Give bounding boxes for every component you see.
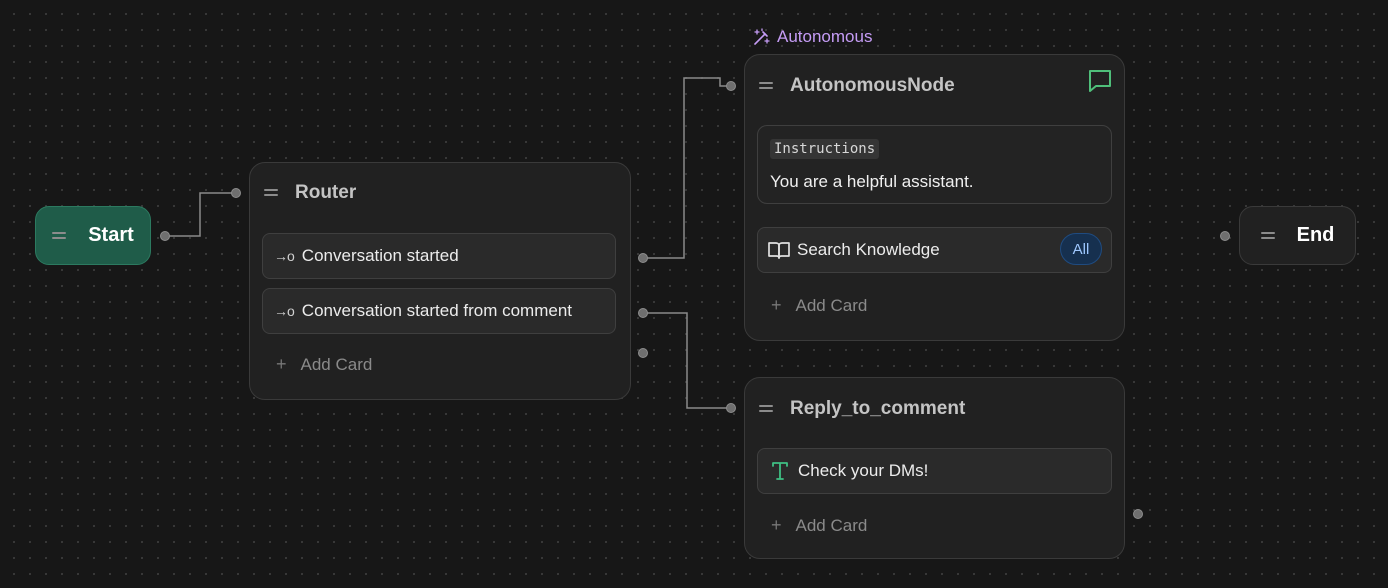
router-output-handle-fallback[interactable] xyxy=(638,348,648,358)
plus-icon: + xyxy=(771,515,782,535)
router-node-title: Router xyxy=(295,182,357,203)
start-node[interactable]: Start xyxy=(35,206,151,265)
router-card-conversation-started-from-comment[interactable]: →o Conversation started from comment xyxy=(262,288,616,334)
router-output-handle-2[interactable] xyxy=(638,308,648,318)
drag-handle-icon[interactable] xyxy=(1260,232,1275,239)
start-node-label: Start xyxy=(88,224,134,246)
reply-input-handle[interactable] xyxy=(726,403,736,413)
router-output-handle-1[interactable] xyxy=(638,253,648,263)
plus-icon: + xyxy=(276,354,287,374)
router-card-label: Conversation started from comment xyxy=(301,301,573,320)
reply-node-title: Reply_to_comment xyxy=(790,398,966,419)
autonomous-input-handle[interactable] xyxy=(726,81,736,91)
instructions-box[interactable]: Instructions You are a helpful assistant… xyxy=(757,125,1112,204)
router-card-conversation-started[interactable]: →o Conversation started xyxy=(262,233,616,279)
add-card-label: Add Card xyxy=(300,354,373,374)
router-add-card-button[interactable]: + Add Card xyxy=(276,354,372,375)
autonomous-node[interactable]: AutonomousNode Instructions You are a he… xyxy=(744,54,1125,341)
text-icon xyxy=(772,462,788,480)
router-node[interactable]: Router →o Conversation started →o Conver… xyxy=(249,162,631,400)
chat-bubble-icon[interactable] xyxy=(1087,68,1113,94)
reply-text-label: Check your DMs! xyxy=(798,461,929,480)
autonomous-type-label: Autonomous xyxy=(752,27,872,47)
edge-router-reply xyxy=(643,312,731,409)
reply-add-card-button[interactable]: + Add Card xyxy=(771,515,867,536)
router-input-handle[interactable] xyxy=(231,188,241,198)
reply-output-handle[interactable] xyxy=(1133,509,1143,519)
instructions-text: You are a helpful assistant. xyxy=(770,172,974,191)
end-node[interactable]: End xyxy=(1239,206,1356,265)
search-knowledge-label: Search Knowledge xyxy=(797,240,940,259)
add-card-label: Add Card xyxy=(795,295,868,315)
instructions-tag: Instructions xyxy=(770,139,880,159)
edge-start-router xyxy=(165,192,236,237)
search-knowledge-card[interactable]: Search Knowledge All xyxy=(757,227,1112,273)
reply-to-comment-node[interactable]: Reply_to_comment Check your DMs! + Add C… xyxy=(744,377,1125,559)
magic-wand-icon xyxy=(754,27,770,45)
trigger-arrow-icon: →o xyxy=(274,248,295,264)
router-card-label: Conversation started xyxy=(301,246,459,265)
autonomous-add-card-button[interactable]: + Add Card xyxy=(771,295,867,316)
start-output-handle[interactable] xyxy=(160,231,170,241)
add-card-label: Add Card xyxy=(795,515,868,535)
plus-icon: + xyxy=(771,295,782,315)
book-open-icon xyxy=(768,242,790,259)
trigger-arrow-icon: →o xyxy=(274,303,295,319)
knowledge-scope-badge[interactable]: All xyxy=(1060,233,1102,265)
autonomous-type-text: Autonomous xyxy=(777,27,873,46)
drag-handle-icon[interactable] xyxy=(264,189,278,196)
drag-handle-icon[interactable] xyxy=(759,82,773,89)
drag-handle-icon[interactable] xyxy=(52,232,67,239)
end-node-label: End xyxy=(1296,224,1335,246)
end-input-handle[interactable] xyxy=(1220,231,1230,241)
autonomous-node-title: AutonomousNode xyxy=(790,75,955,96)
reply-text-card[interactable]: Check your DMs! xyxy=(757,448,1112,494)
drag-handle-icon[interactable] xyxy=(759,405,773,412)
edge-router-autonomous xyxy=(643,77,731,259)
